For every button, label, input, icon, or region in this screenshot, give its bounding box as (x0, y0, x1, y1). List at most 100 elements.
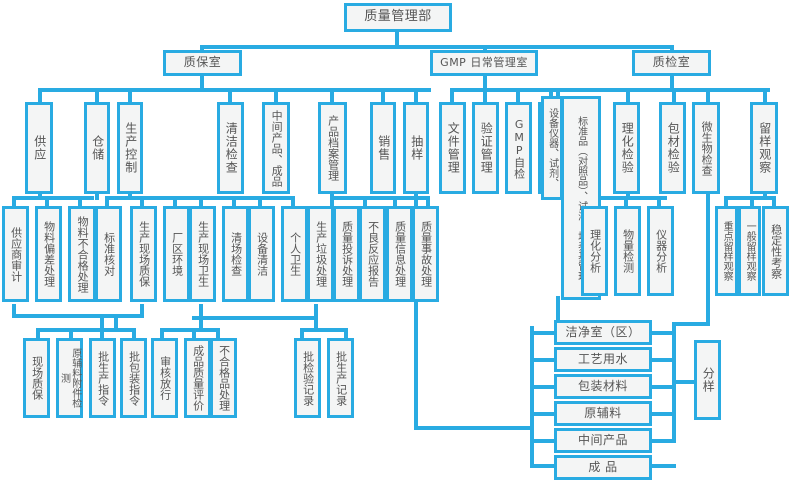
connector-l3-drop-2 (95, 88, 99, 102)
node-plant-environment[interactable]: 厂区环境 (163, 206, 190, 302)
node-quantity-measurement[interactable]: 物量检测 (614, 206, 641, 296)
node-gmp-daily-office[interactable]: GMP 日常管理室 (430, 50, 538, 76)
node-gmp-self-inspection[interactable]: GMP自检 (505, 102, 532, 194)
node-personal-hygiene[interactable]: 个人卫生 (281, 206, 308, 302)
node-packaging-material[interactable]: 包装材料 (554, 374, 652, 399)
node-physicochemical-analysis[interactable]: 理化分析 (581, 206, 608, 296)
connector-gmp-down (483, 75, 487, 88)
node-batch-production-order[interactable]: 批生产指令 (89, 338, 116, 418)
connector-sample-l1 (530, 331, 556, 335)
node-general-retained-sample[interactable]: 一般留样观察 (738, 206, 761, 296)
connector-sample-bus (414, 426, 534, 430)
node-product-archive[interactable]: 产品档案管理 (318, 102, 347, 194)
node-batch-packaging-order[interactable]: 批包装指令 (120, 338, 147, 418)
connector-l5-bus-a (12, 314, 118, 318)
connector-l5-stem-a (12, 304, 16, 316)
connector-l5-stem-d (314, 304, 318, 318)
node-equipment-cleaning[interactable]: 设备清洁 (248, 206, 275, 302)
node-microbiological-test[interactable]: 微生物检查 (692, 102, 720, 194)
node-supplier-audit[interactable]: 供应商审计 (2, 206, 29, 302)
node-key-retained-sample[interactable]: 重点留样观察 (715, 206, 738, 296)
connector-l4-bus-a (12, 196, 94, 200)
node-physicochemical-test[interactable]: 理化检验 (613, 102, 640, 194)
connector-l3-drop-11 (516, 88, 520, 102)
connector-sample-left-rail2 (530, 426, 534, 468)
node-quality-complaint[interactable]: 质量投诉处理 (333, 206, 360, 302)
connector-l3-drop-12 (549, 88, 553, 102)
connector-l3-drop-10 (483, 88, 487, 102)
node-site-qa[interactable]: 现场质保 (23, 338, 50, 418)
node-supply[interactable]: 供应 (25, 102, 53, 194)
connector-l3-drop-17 (763, 88, 767, 102)
connector-zhijianshi-down (670, 75, 674, 88)
node-cleaning-inspection[interactable]: 清洁检查 (217, 102, 244, 194)
connector-l4-df1 (724, 196, 728, 206)
node-clean-room[interactable]: 洁净室（区） (554, 320, 652, 345)
node-packaging-material-test[interactable]: 包材检验 (659, 102, 686, 194)
node-production-control[interactable]: 生产控制 (117, 102, 143, 194)
node-intermediate-product[interactable]: 中间产品 (554, 428, 652, 453)
node-sales[interactable]: 销售 (370, 102, 396, 194)
connector-l4-dd1 (330, 196, 334, 206)
node-production-waste[interactable]: 生产垃圾处理 (307, 206, 334, 302)
node-root[interactable]: 质量管理部 (344, 3, 452, 32)
node-document-management[interactable]: 文件管理 (439, 102, 466, 194)
node-nonconforming-handling[interactable]: 不合格品处理 (210, 338, 237, 418)
connector-l5-bus-c (160, 328, 220, 332)
node-finished-quality-evaluation[interactable]: 成品质量评价 (184, 338, 211, 418)
node-adverse-reaction-report[interactable]: 不良反应报告 (359, 206, 386, 302)
connector-sample-stem (414, 190, 418, 430)
connector-l5-db2 (132, 328, 136, 338)
node-stability-study[interactable]: 稳定性考察 (762, 206, 789, 296)
node-equipment-reagent[interactable]: 设备仪器、试剂、 (541, 96, 563, 200)
node-review-release[interactable]: 审核放行 (151, 338, 178, 418)
connector-l4-de2 (624, 196, 628, 206)
node-material-deviation[interactable]: 物料偏差处理 (35, 206, 62, 302)
node-validation-management[interactable]: 验证管理 (472, 102, 499, 194)
node-finished-product[interactable]: 成 品 (554, 455, 652, 480)
connector-l4-stem-b (95, 190, 99, 200)
node-zhibaoshi[interactable]: 质保室 (163, 50, 242, 76)
node-production-site-hygiene[interactable]: 生产现场卫生 (189, 206, 216, 302)
connector-sample-left-rail (530, 326, 534, 430)
connector-l4-bus-e (591, 196, 667, 200)
connector-sample-l2 (530, 358, 556, 362)
connector-root-bus (200, 45, 674, 49)
connector-l3-drop-9 (450, 88, 454, 102)
node-zhijianshi[interactable]: 质检室 (632, 50, 711, 76)
node-raw-auxiliary-material[interactable]: 原辅料 (554, 401, 652, 426)
node-standard-check[interactable]: 标准核对 (95, 206, 122, 302)
node-production-site-qa[interactable]: 生产现场质保 (130, 206, 157, 302)
connector-l5-da2 (69, 328, 73, 338)
connector-l4-da2 (45, 196, 49, 206)
connector-l3-drop-8 (414, 88, 418, 102)
node-raw-aux-accessory-test[interactable]: 原辅料附件检测 (56, 338, 83, 418)
node-batch-test-record[interactable]: 批检验记录 (294, 338, 321, 418)
node-material-nonconforming[interactable]: 物料不合格处理 (68, 206, 96, 302)
connector-l3-drop-3 (128, 88, 132, 102)
node-sample-division[interactable]: 分样 (694, 340, 721, 420)
connector-l4-df2 (750, 196, 754, 206)
node-batch-production-record[interactable]: 批生产记录 (327, 338, 354, 418)
node-clearance-check[interactable]: 清场检查 (222, 206, 249, 302)
node-intermediate-finished[interactable]: 中间产品、成品 (262, 102, 290, 194)
connector-l5-jb (100, 314, 104, 328)
connector-fenyang-r4 (650, 412, 676, 416)
connector-l5-db1 (100, 328, 104, 338)
node-quality-accident[interactable]: 质量事故处理 (412, 206, 439, 302)
connector-sample-l5 (530, 439, 556, 443)
connector-l5-de1 (300, 328, 304, 338)
node-process-water[interactable]: 工艺用水 (554, 347, 652, 372)
connector-l4-da1 (12, 196, 16, 206)
connector-l4-dc5 (232, 196, 236, 206)
node-warehouse[interactable]: 仓储 (84, 102, 110, 194)
node-instrument-analysis[interactable]: 仪器分析 (647, 206, 674, 296)
connector-sample-l6 (530, 464, 556, 468)
connector-l5-dc1 (160, 328, 164, 338)
node-quality-info-handling[interactable]: 质量信息处理 (386, 206, 413, 302)
node-retained-sample-observation[interactable]: 留样观察 (750, 102, 778, 194)
connector-l4-bus-d (330, 196, 430, 200)
connector-l5-bus-d (192, 316, 318, 320)
connector-l4-dd4 (426, 196, 430, 206)
node-sampling[interactable]: 抽样 (403, 102, 429, 194)
